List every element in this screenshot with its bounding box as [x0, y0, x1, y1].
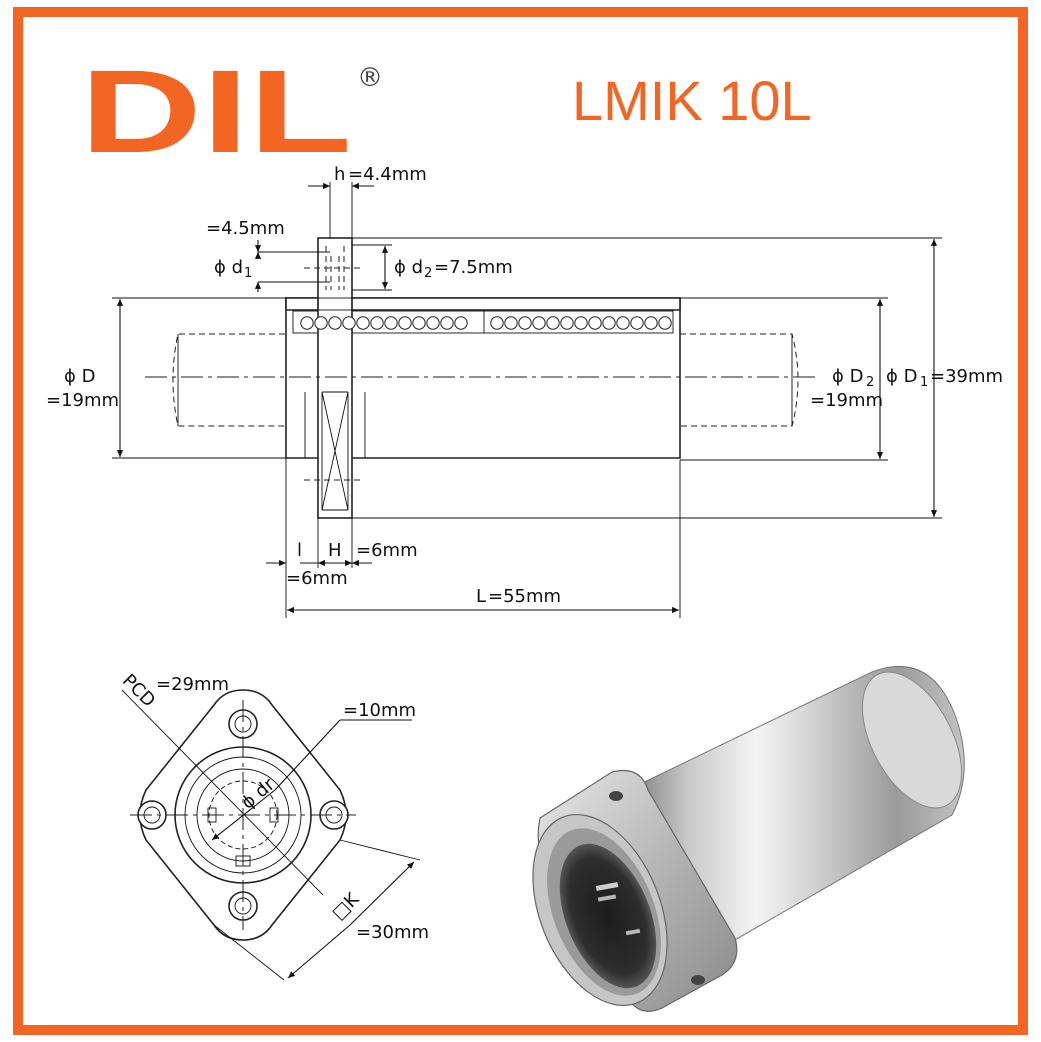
ball — [588, 316, 602, 330]
label-pcd-symbol: PCD — [118, 670, 159, 711]
label-k-value: =30mm — [356, 922, 429, 943]
label-D2-symbol: ϕ D — [832, 366, 863, 387]
ball — [504, 316, 518, 330]
ball — [560, 316, 574, 330]
label-D1-value: =39mm — [930, 366, 1003, 387]
label-d1-sub: 1 — [244, 266, 252, 281]
front-view-dimensions — [211, 719, 421, 981]
brand-logo: DIL ® — [80, 46, 383, 178]
ball — [314, 316, 328, 330]
ball — [630, 316, 644, 330]
label-dr-value: =10mm — [343, 700, 416, 721]
ball — [546, 316, 560, 330]
label-l-value: =6mm — [286, 568, 348, 589]
side-view-drawing — [145, 237, 815, 519]
label-H-symbol: H — [328, 540, 342, 561]
ball — [574, 316, 588, 330]
ball — [644, 316, 658, 330]
label-L-symbol: L — [476, 586, 486, 607]
label-d2-value: =7.5mm — [434, 257, 513, 278]
ball — [454, 316, 468, 330]
label-D1-sub: 1 — [920, 375, 928, 390]
ball — [616, 316, 630, 330]
ball — [602, 316, 616, 330]
label-L-value: =55mm — [488, 586, 561, 607]
ball — [490, 316, 504, 330]
label-D1-symbol: ϕ D — [886, 366, 917, 387]
linear-bearing-photo-icon — [532, 665, 965, 1012]
label-H-value: =6mm — [356, 540, 418, 561]
label-d1-value: =4.5mm — [206, 218, 285, 239]
label-D-value: =19mm — [46, 390, 119, 411]
orange-border — [13, 7, 1028, 1035]
ball — [356, 316, 370, 330]
ball — [518, 316, 532, 330]
label-k-symbol: □K — [328, 888, 364, 924]
ball — [370, 316, 384, 330]
label-d1-symbol: ϕ d — [214, 257, 243, 278]
ball — [426, 316, 440, 330]
label-d2-sub: 2 — [424, 266, 432, 281]
ball — [412, 316, 426, 330]
label-D-symbol: ϕ D — [64, 366, 95, 387]
label-h-symbol: h — [334, 164, 345, 185]
ball — [300, 316, 314, 330]
front-view-drawing — [121, 689, 356, 941]
ball — [658, 316, 672, 330]
label-h-value: =4.4mm — [348, 164, 427, 185]
side-view-dimensions — [112, 182, 942, 618]
product-code: LMIK 10L — [572, 69, 812, 132]
ball — [532, 316, 546, 330]
ball — [328, 316, 342, 330]
ball — [398, 316, 412, 330]
label-d2-symbol: ϕ d — [394, 257, 423, 278]
ball — [342, 316, 356, 330]
side-view-labels: h =4.4mm =4.5mm ϕ d 1 ϕ d 2 =7.5mm ϕ D =… — [46, 164, 1003, 607]
registered-mark: ® — [357, 63, 383, 93]
label-pcd-value: =29mm — [156, 674, 229, 695]
label-D2-sub: 2 — [866, 375, 874, 390]
label-D2-value: =19mm — [810, 390, 883, 411]
ball — [440, 316, 454, 330]
ball — [384, 316, 398, 330]
label-l-symbol: l — [297, 540, 302, 561]
logo-text: DIL — [80, 46, 352, 178]
ball-row — [300, 316, 672, 330]
